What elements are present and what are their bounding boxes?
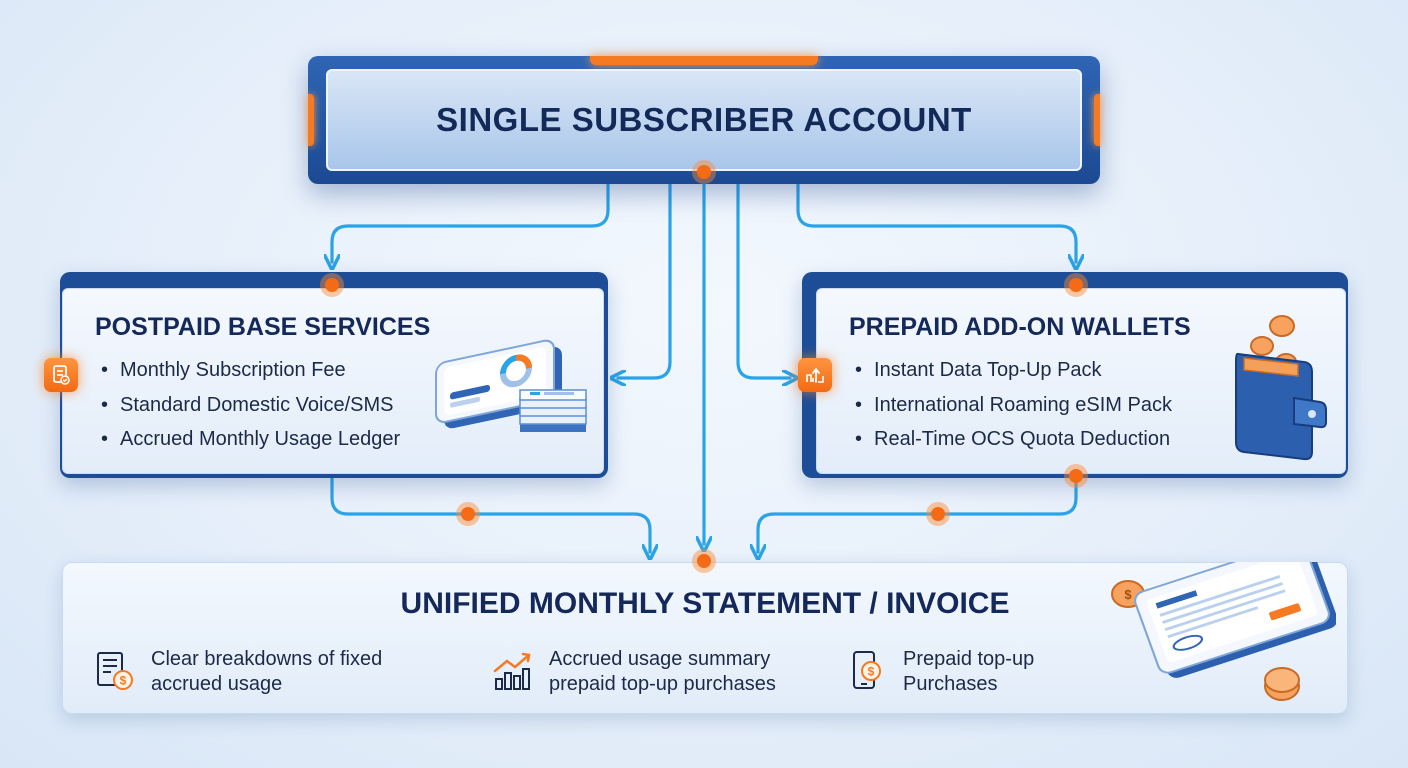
feature-fixed-breakdowns: $ Clear breakdowns of fixed accrued usag… — [93, 647, 382, 697]
feature-prepaid-purchases: $ Prepaid top-up Purchases — [845, 647, 1034, 697]
postpaid-title: POSTPAID BASE SERVICES — [95, 313, 431, 341]
invoice-dollar-icon: $ — [97, 652, 133, 690]
svg-text:$: $ — [1124, 587, 1132, 602]
smartphone-billing-icon — [435, 339, 587, 432]
subscriber-account-node: SINGLE SUBSCRIBER ACCOUNT — [308, 56, 1100, 184]
prepaid-item: Real-Time OCS Quota Deduction — [855, 422, 1172, 457]
feature-usage-summary: Accrued usage summary prepaid top-up pur… — [491, 647, 776, 697]
feature-line: Accrued usage summary — [549, 648, 771, 670]
document-check-icon — [44, 358, 78, 392]
svg-text:$: $ — [120, 674, 127, 688]
postpaid-item: Accrued Monthly Usage Ledger — [101, 422, 400, 457]
accent-bar-left — [308, 94, 314, 146]
feature-usage-summary-text: Accrued usage summary prepaid top-up pur… — [549, 647, 776, 697]
feature-line: Prepaid top-up — [903, 648, 1035, 670]
invoice-tablet-icon: $ — [1111, 562, 1336, 701]
prepaid-item: International Roaming eSIM Pack — [855, 388, 1172, 423]
feature-prepaid-purchases-text: Prepaid top-up Purchases — [903, 647, 1034, 697]
connector-account-to-postpaid — [332, 182, 610, 262]
wallet-coins-icon — [1235, 315, 1327, 461]
connector-prepaid-to-statement — [758, 476, 1078, 552]
svg-text:$: $ — [868, 665, 875, 679]
feature-line: accrued usage — [151, 673, 283, 695]
feature-line: Clear breakdowns of fixed — [151, 648, 383, 670]
accent-bar-right — [1094, 94, 1100, 146]
statement-title: UNIFIED MONTHLY STATEMENT / INVOICE — [400, 587, 1010, 620]
connector-postpaid-to-statement — [330, 476, 650, 552]
postpaid-list: Monthly Subscription Fee Standard Domest… — [101, 353, 400, 457]
top-up-chart-icon — [798, 358, 832, 392]
prepaid-list: Instant Data Top-Up Pack International R… — [855, 353, 1172, 457]
unified-statement-node: UNIFIED MONTHLY STATEMENT / INVOICE $ Cl… — [62, 562, 1348, 714]
prepaid-title: PREPAID ADD-ON WALLETS — [849, 313, 1191, 341]
postpaid-item: Standard Domestic Voice/SMS — [101, 388, 400, 423]
prepaid-item: Instant Data Top-Up Pack — [855, 353, 1172, 388]
postpaid-item: Monthly Subscription Fee — [101, 353, 400, 388]
connector-account-to-prepaid — [796, 182, 1076, 262]
feature-fixed-breakdowns-text: Clear breakdowns of fixed accrued usage — [151, 647, 382, 697]
connector-account-to-postpaid-side — [618, 182, 672, 378]
account-title: SINGLE SUBSCRIBER ACCOUNT — [436, 101, 972, 138]
growth-chart-icon — [493, 652, 531, 690]
accent-bar-top — [590, 56, 818, 65]
phone-coin-icon: $ — [853, 651, 881, 689]
feature-line: prepaid top-up purchases — [549, 673, 776, 695]
feature-line: Purchases — [903, 673, 998, 695]
subscriber-account-panel: SINGLE SUBSCRIBER ACCOUNT — [326, 69, 1082, 171]
connector-account-to-prepaid-side — [736, 182, 790, 378]
